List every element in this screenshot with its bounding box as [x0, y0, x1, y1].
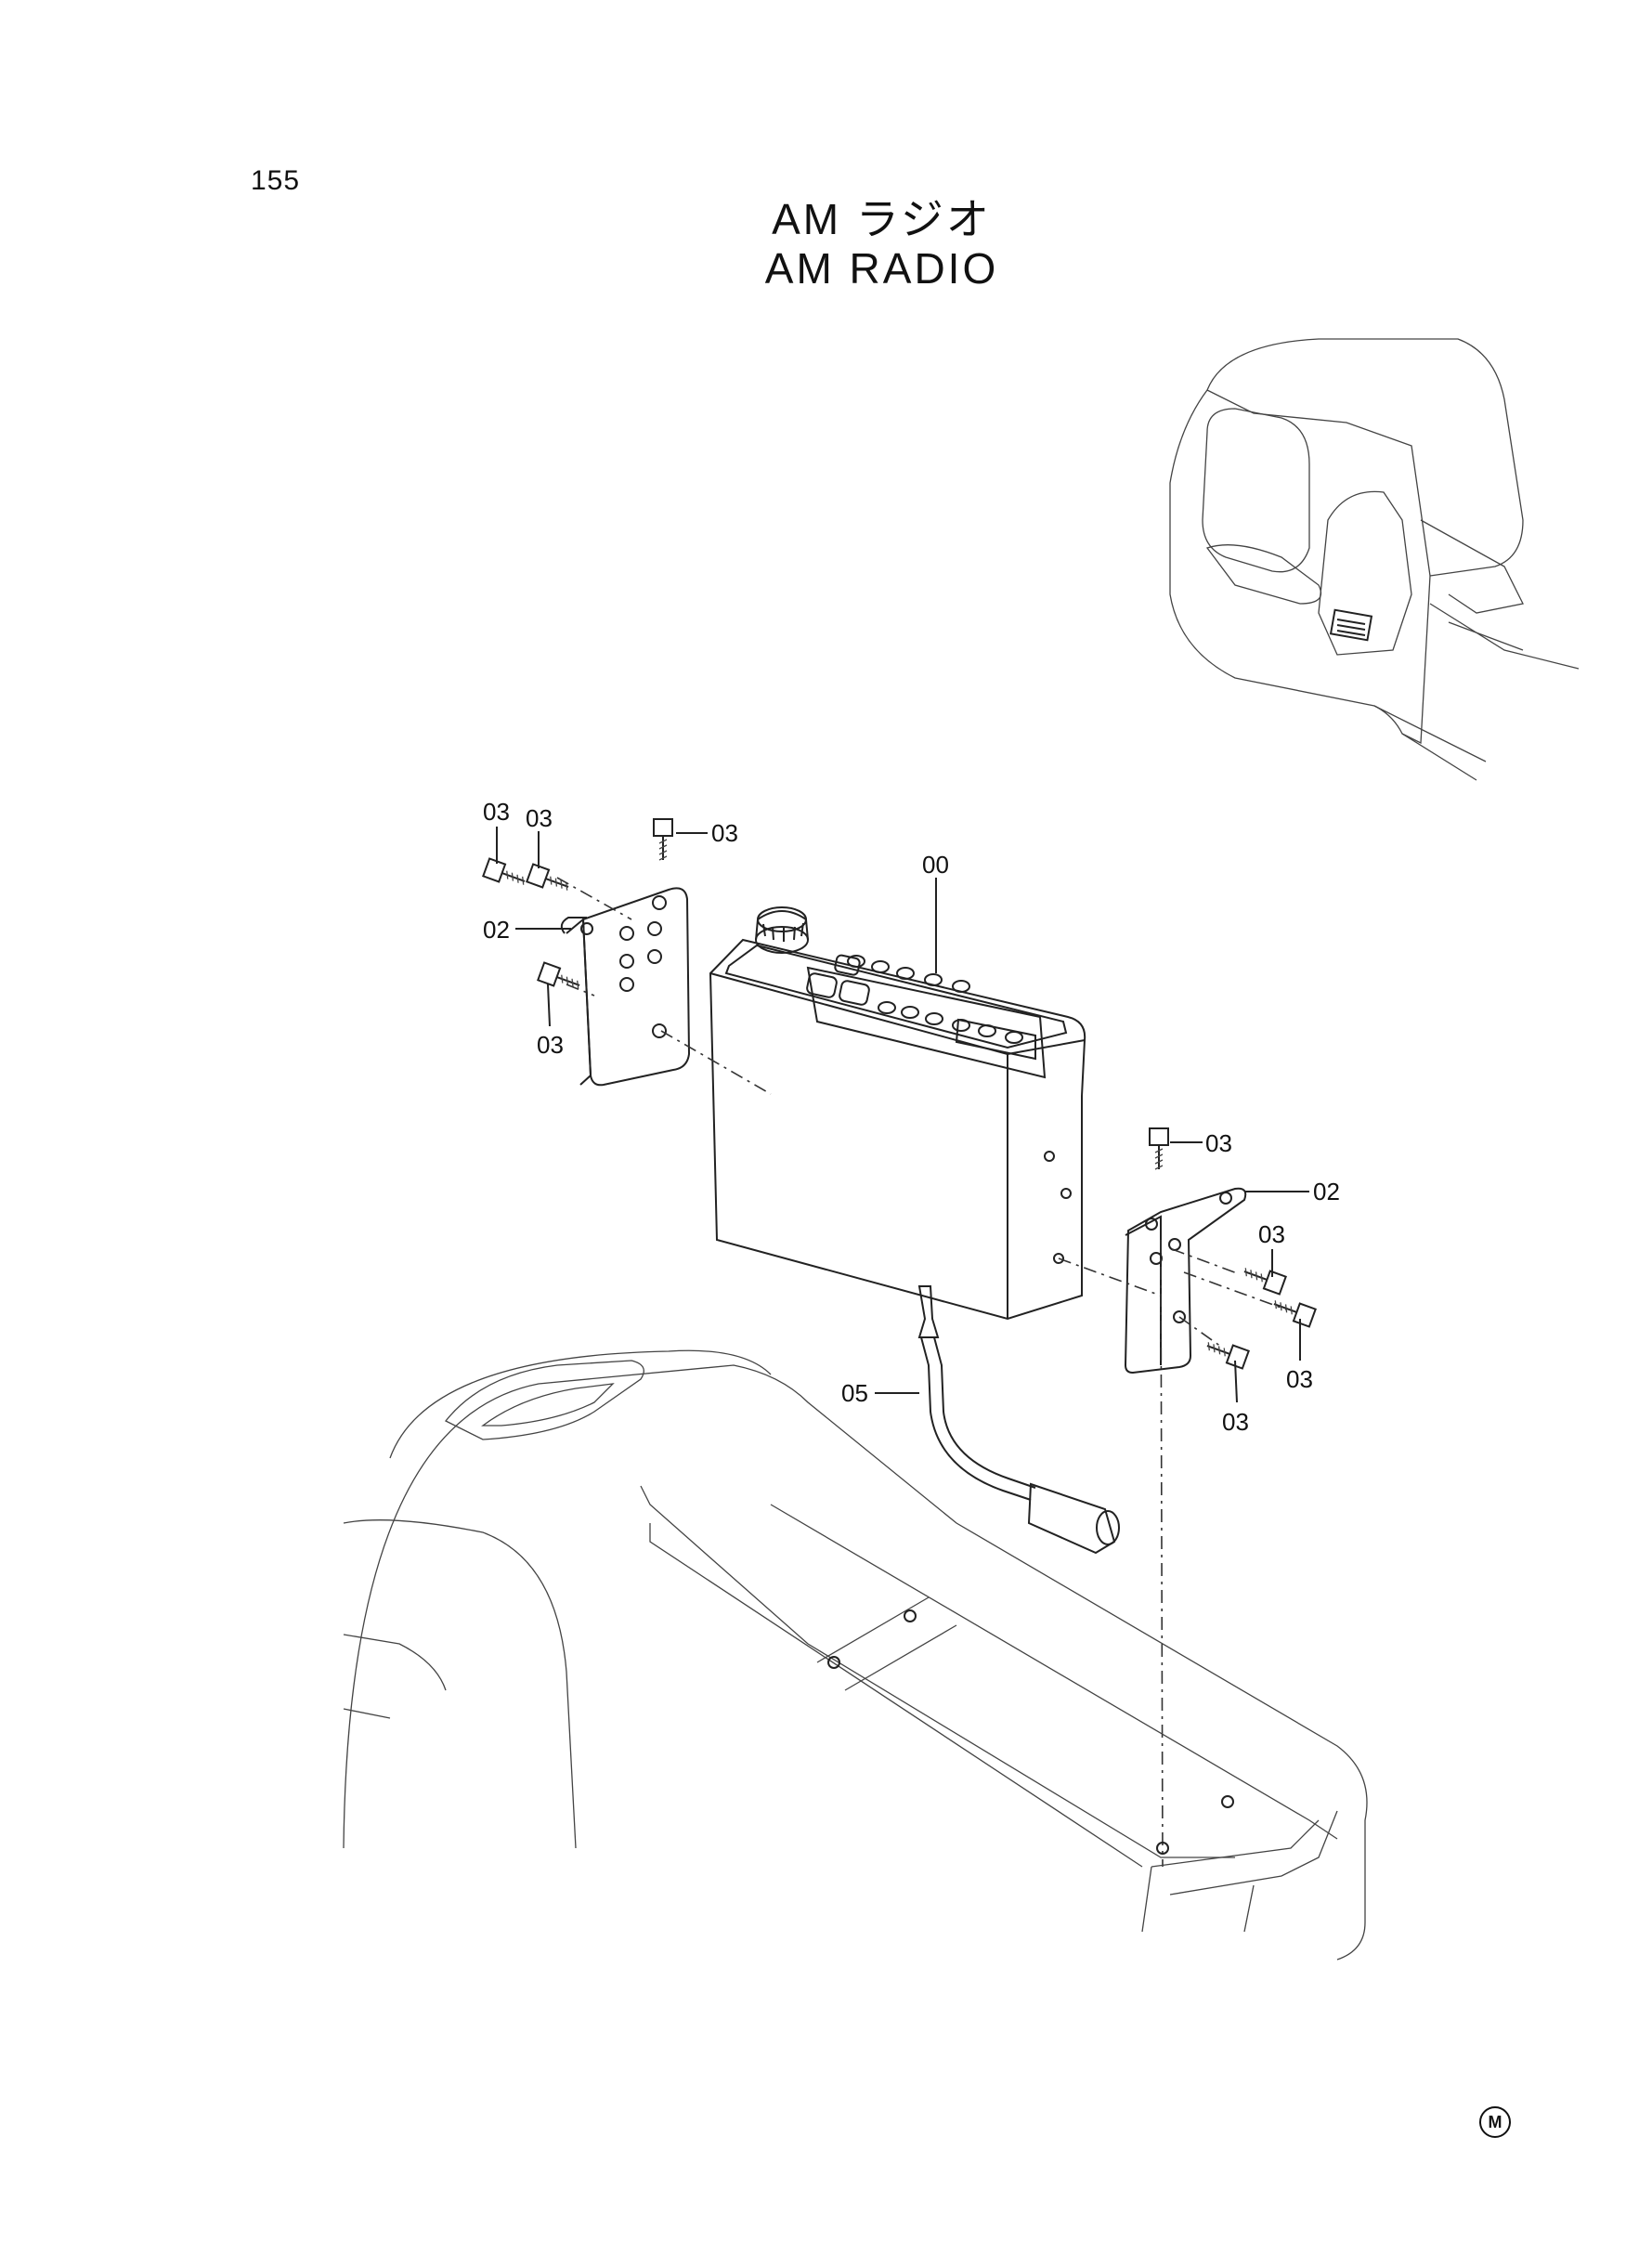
callout-03: 03	[711, 819, 738, 847]
callout-03: 03	[483, 798, 510, 826]
title-english: AM RADIO	[764, 244, 999, 293]
callout-03: 03	[537, 1031, 564, 1059]
callout-03: 03	[1258, 1220, 1285, 1248]
manufacturer-mark: M	[1479, 2106, 1511, 2138]
left-bracket	[560, 887, 691, 1087]
callout-00: 00	[922, 851, 949, 879]
leader-lines	[496, 827, 1309, 1403]
callout-03: 03	[1222, 1408, 1249, 1436]
callout-05: 05	[841, 1379, 868, 1407]
callout-02: 02	[483, 916, 510, 944]
assembly-lines	[556, 877, 1287, 1868]
console-base	[343, 1349, 1368, 1961]
antenna-cable	[917, 1285, 1120, 1555]
right-bracket	[1124, 1187, 1247, 1375]
page-number: 155	[251, 165, 301, 196]
callout-03: 03	[1205, 1129, 1232, 1157]
screws	[482, 818, 1317, 1370]
radio-location-marker	[1329, 608, 1373, 642]
am-radio-unit	[709, 906, 1086, 1321]
callout-02: 02	[1313, 1178, 1340, 1205]
callout-03: 03	[526, 804, 553, 832]
cab-inset-illustration	[1169, 338, 1580, 781]
callout-03: 03	[1286, 1365, 1313, 1393]
title-japanese: AM ラジオ	[772, 195, 992, 243]
